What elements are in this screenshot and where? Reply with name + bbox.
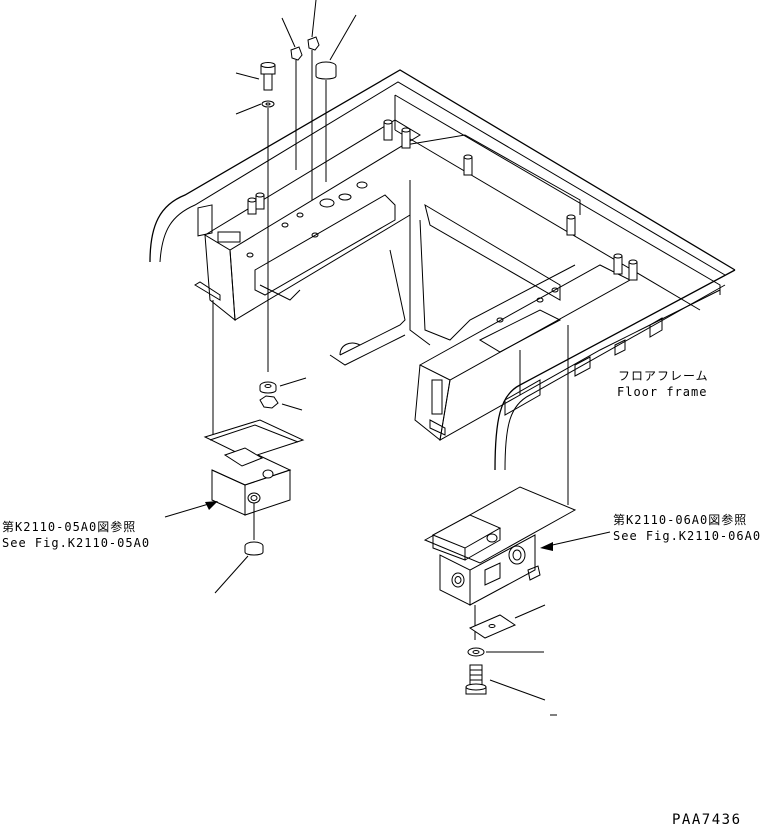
left-arm-cutout <box>254 194 396 296</box>
ref-right-label-en: See Fig.K2110-06A0 <box>613 529 761 543</box>
frame-holes <box>246 181 559 323</box>
right-arm-outer-edge-inner <box>504 284 726 471</box>
ref-left-label-en: See Fig.K2110-05A0 <box>2 536 150 550</box>
right-arm-outer-edge <box>494 269 736 471</box>
ref-left-label-jp: 第K2110-05A0図参照 <box>2 519 136 534</box>
right-box-large-port <box>508 545 526 565</box>
bolt-shank <box>263 73 273 91</box>
right-box-assembly <box>423 325 577 716</box>
center-post-left <box>409 180 431 346</box>
center-opening-outline <box>419 219 576 341</box>
right-arm-small-tab <box>429 419 446 436</box>
ref-left-arrow-line <box>164 502 213 518</box>
right-bracket-1 <box>504 379 541 416</box>
right-arm-rail <box>519 289 721 396</box>
nut-1 <box>290 46 303 61</box>
left-box-port <box>247 492 261 504</box>
frame-studs <box>247 119 638 281</box>
left-arm-cutout-lip <box>259 284 301 301</box>
right-box-boss <box>486 533 498 543</box>
right-arm-side-face <box>439 350 521 441</box>
floor-frame-label-en: Floor frame <box>617 385 707 399</box>
floor-frame <box>149 69 736 471</box>
floor-plate-back <box>404 134 581 215</box>
left-box-front <box>211 469 246 516</box>
drawing-code: PAA7436 <box>672 812 742 827</box>
washer <box>261 100 275 108</box>
left-box-opening <box>223 447 264 467</box>
left-lower-fasteners <box>212 300 307 440</box>
ref-left-arrow-head <box>205 501 218 510</box>
ref-right-arrow-head <box>540 542 553 551</box>
right-box-tab <box>527 565 541 581</box>
right-arm-top-plate <box>418 264 632 381</box>
center-opening-top <box>424 203 561 301</box>
right-box-side-port <box>451 572 465 588</box>
left-rear-plate-edge <box>329 334 406 366</box>
top-left-fasteners <box>235 0 357 372</box>
right-washer <box>467 647 485 657</box>
ref-right-label-jp: 第K2110-06A0図参照 <box>613 512 747 527</box>
nut-2 <box>307 36 320 51</box>
left-box-assembly <box>203 419 305 594</box>
right-arm-cutout <box>478 309 562 353</box>
left-arm-window <box>197 204 213 237</box>
left-rear-plate <box>339 249 406 356</box>
frame-outer-edge-inner <box>159 81 726 276</box>
frame-inner-rail-lower <box>394 129 701 311</box>
left-box-top-plate <box>203 419 305 459</box>
ref-right-arrow-line <box>547 531 611 547</box>
right-bracket-2 <box>574 356 591 377</box>
frame-inner-rail <box>394 94 721 295</box>
left-arm-front-face <box>204 234 236 322</box>
floor-plate-hook <box>339 342 361 356</box>
right-gasket <box>468 614 517 639</box>
lower-nut <box>259 395 279 409</box>
right-bracket-3 <box>614 339 626 356</box>
floor-frame-label-jp: フロアフレーム <box>618 369 709 383</box>
left-bracket <box>194 281 221 301</box>
frame-outer-edge <box>149 69 736 271</box>
left-arm-plate-tab <box>217 231 241 243</box>
right-box-top-plate <box>423 486 577 564</box>
left-box-boss <box>262 469 274 479</box>
left-arm-top-plate <box>204 119 421 251</box>
right-arm-window <box>431 379 443 415</box>
right-box-window <box>484 562 501 586</box>
right-bracket-4 <box>649 317 663 338</box>
